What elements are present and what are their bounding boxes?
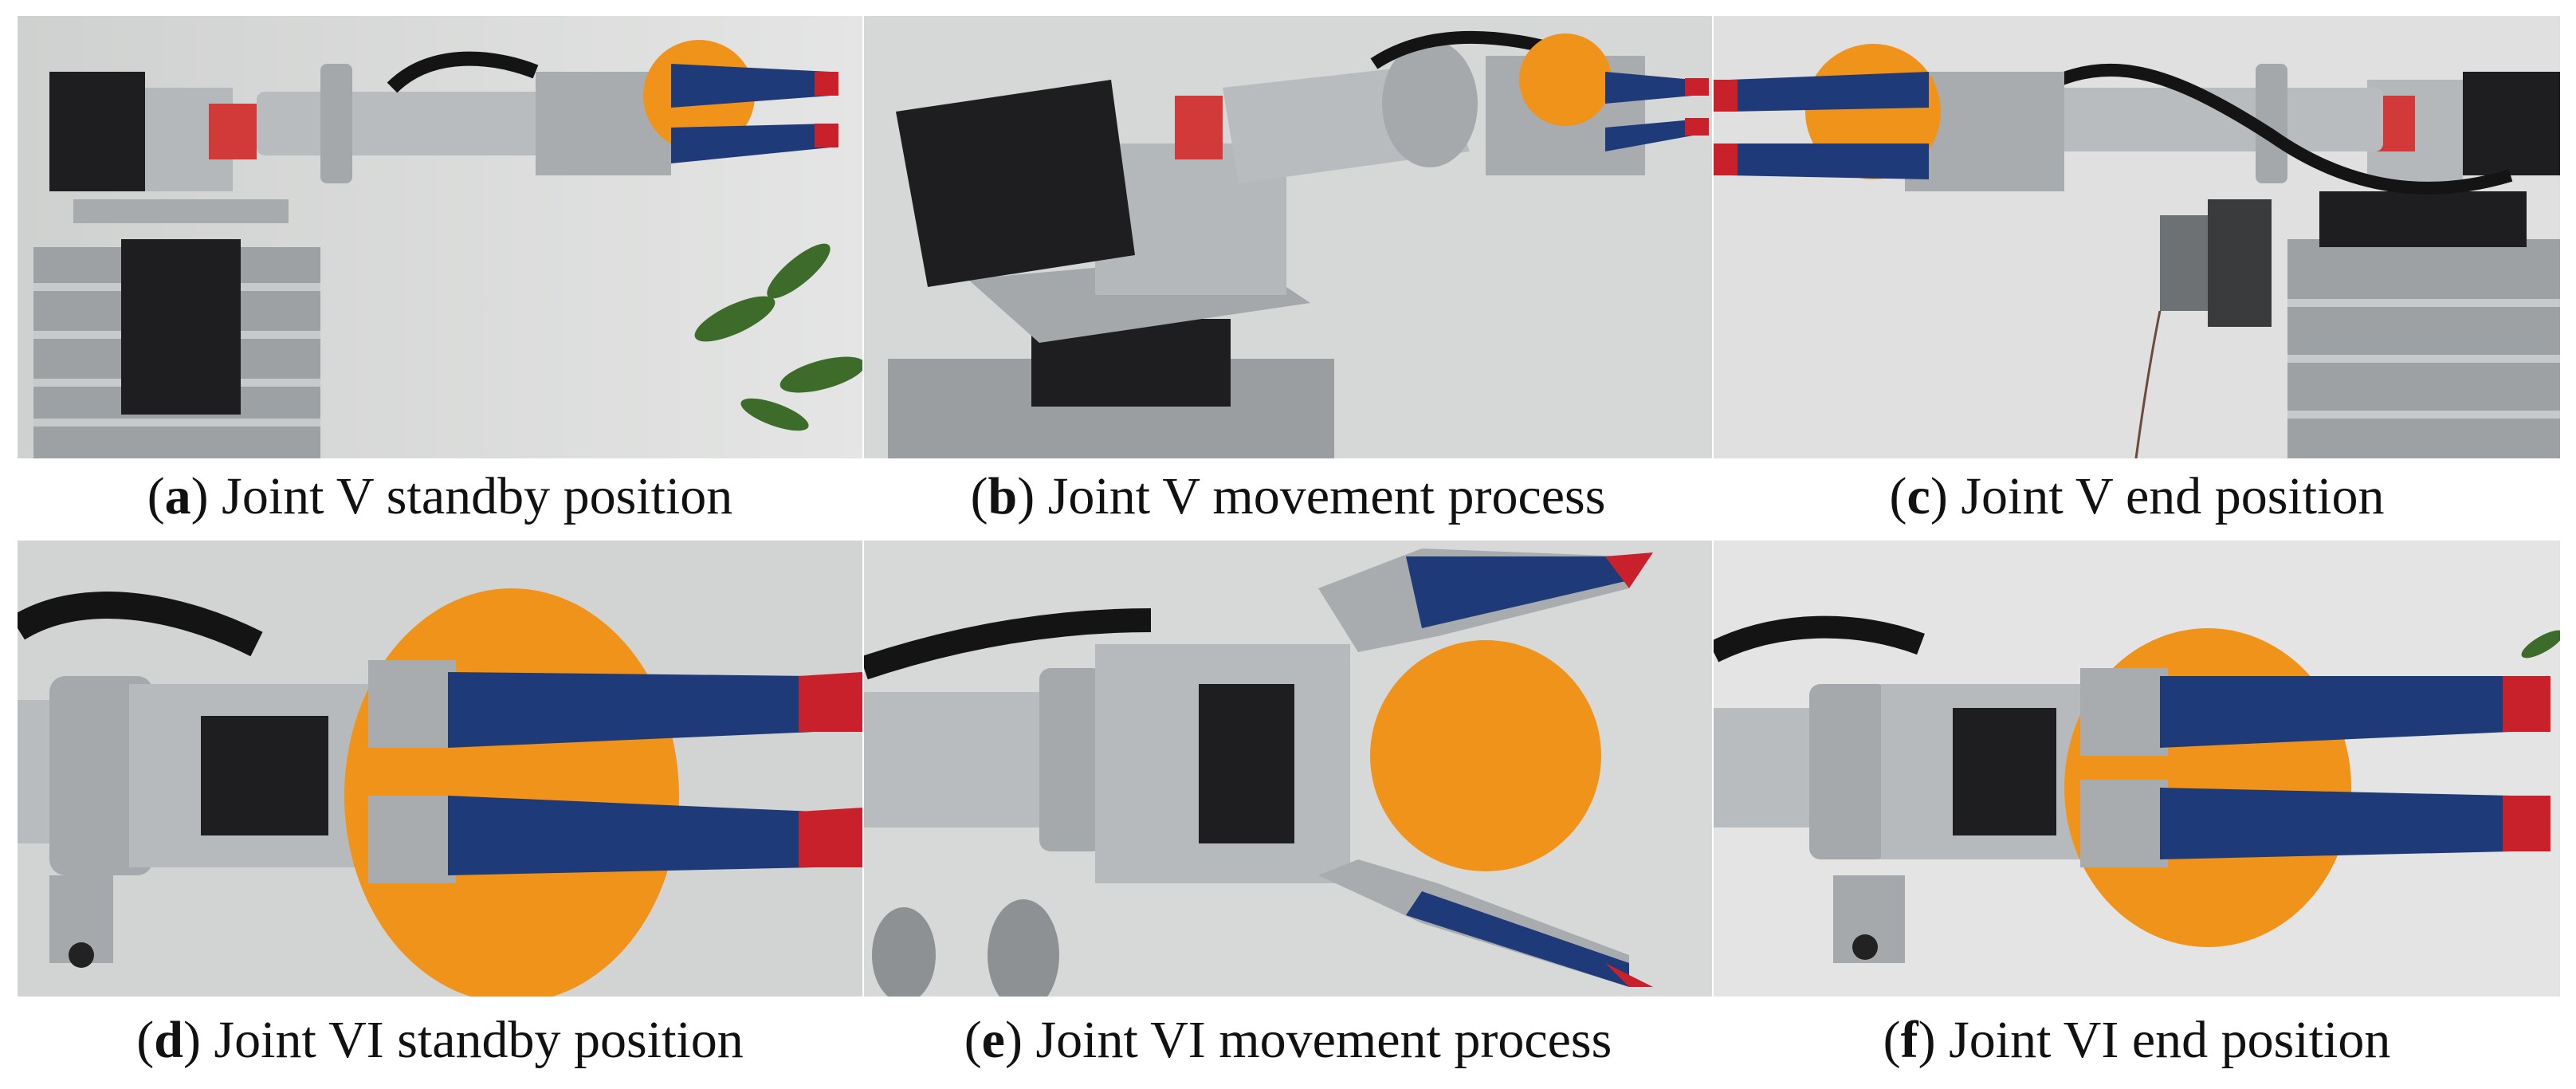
caption-f: (f) Joint VI end position (1883, 1011, 2391, 1069)
caption-e: (e) Joint VI movement process (964, 1011, 1612, 1069)
caption-c-letter: c (1906, 467, 1930, 525)
caption-a-letter: a (164, 467, 191, 525)
caption-b: (b) Joint V movement process (970, 467, 1606, 525)
caption-c: (c) Joint V end position (1889, 467, 2385, 525)
caption-f-letter: f (1900, 1011, 1918, 1069)
caption-a-label: Joint V standby position (222, 467, 733, 525)
caption-e-label: Joint VI movement process (1035, 1011, 1612, 1069)
caption-b-letter: b (988, 467, 1018, 525)
caption-a: (a) Joint V standby position (147, 467, 733, 525)
caption-c-label: Joint V end position (1961, 467, 2385, 525)
photo-joint-v-standby (18, 16, 862, 458)
caption-d-label: Joint VI standby position (214, 1011, 744, 1069)
photo-joint-vi-movement (864, 541, 1712, 997)
caption-b-label: Joint V movement process (1047, 467, 1606, 525)
photo-joint-v-end (1714, 16, 2560, 458)
caption-f-label: Joint VI end position (1949, 1011, 2391, 1069)
caption-e-letter: e (981, 1011, 1005, 1069)
photo-joint-vi-end (1714, 541, 2560, 997)
caption-d-letter: d (154, 1011, 183, 1069)
photo-joint-vi-standby (18, 541, 862, 997)
photo-joint-v-movement (864, 16, 1712, 458)
caption-d: (d) Joint VI standby position (136, 1011, 744, 1069)
